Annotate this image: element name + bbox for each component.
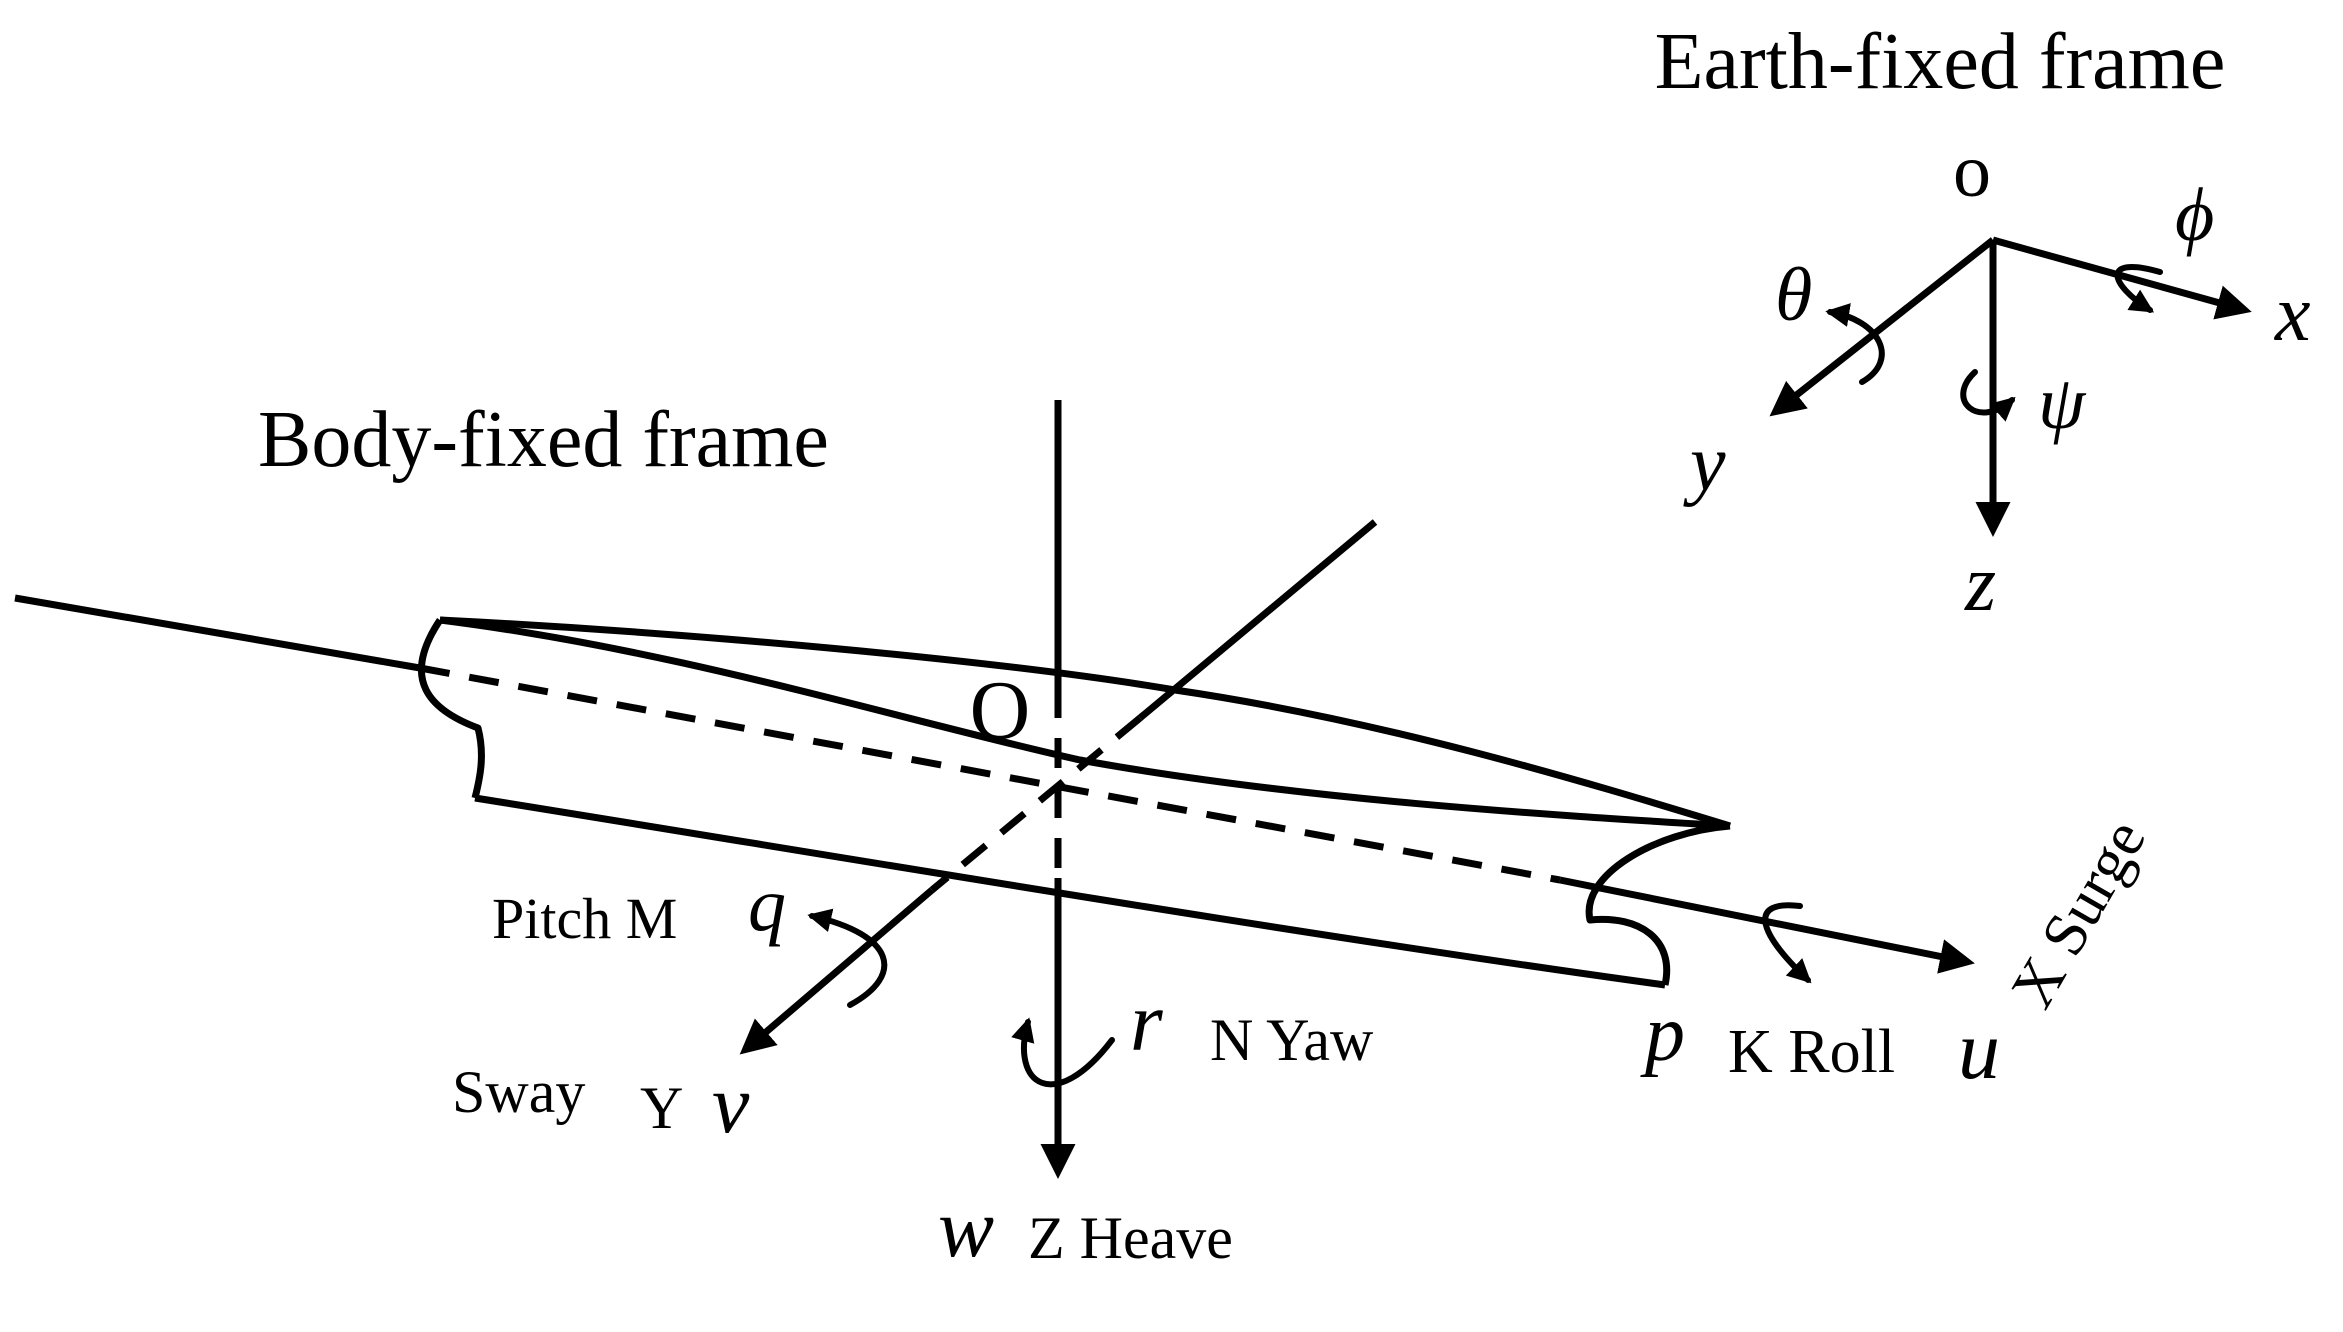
earth-yaw-arrow	[1960, 369, 2016, 422]
roll-rate-label: p	[1640, 990, 1685, 1078]
sway-velocity-label: v	[712, 1058, 750, 1151]
hull-bow	[1585, 822, 1731, 986]
earth-yaw-symbol: ψ	[2038, 361, 2087, 445]
earth-origin-label: o	[1953, 129, 1991, 213]
heave-label: Z Heave	[1028, 1205, 1233, 1271]
pitch-arrow	[807, 908, 888, 1008]
surge-axis-rear	[14, 594, 421, 672]
earth-pitch-arrow	[1825, 303, 1885, 385]
heave-velocity-label: w	[938, 1182, 994, 1275]
sway-axis-inside	[929, 715, 1143, 893]
hull-stern	[417, 618, 485, 799]
sway-label: Sway	[452, 1059, 585, 1125]
surge-label: X Surge	[1998, 808, 2159, 1019]
earth-roll-arrow	[2114, 264, 2163, 313]
sway-force-label: Y	[640, 1075, 683, 1141]
earth-z-label: z	[1964, 540, 1996, 628]
earth-y-axis	[1769, 237, 1996, 417]
yaw-rate-label: r	[1130, 976, 1163, 1069]
earth-frame-title: Earth-fixed frame	[1655, 18, 2226, 106]
surge-axis-inside	[419, 664, 1561, 884]
body-frame-title: Body-fixed frame	[258, 396, 829, 484]
surge-velocity-label: u	[1958, 1004, 2000, 1097]
earth-fixed-frame: Earth-fixed frame o x y z ϕ θ ψ	[1655, 18, 2311, 628]
roll-arrow	[1762, 902, 1812, 984]
roll-label: K Roll	[1728, 1018, 1895, 1086]
earth-y-label: y	[1683, 420, 1726, 508]
earth-pitch-symbol: θ	[1775, 253, 1812, 337]
earth-roll-symbol: ϕ	[2175, 173, 2214, 257]
earth-x-label: x	[2274, 270, 2311, 358]
sway-axis-arrow	[739, 887, 935, 1055]
pitch-rate-label: q	[748, 863, 786, 947]
hull-waterline-edge	[439, 616, 1731, 830]
yaw-arrow	[1011, 1017, 1115, 1088]
yaw-label: N Yaw	[1210, 1007, 1374, 1073]
body-origin-label: O	[970, 664, 1031, 757]
sway-axis-upper	[1137, 519, 1378, 721]
pitch-label: Pitch M	[492, 886, 677, 951]
hull-deck-edge	[439, 616, 1732, 830]
body-fixed-frame: Body-fixed frame O u X Surge p K Roll	[14, 396, 2159, 1275]
